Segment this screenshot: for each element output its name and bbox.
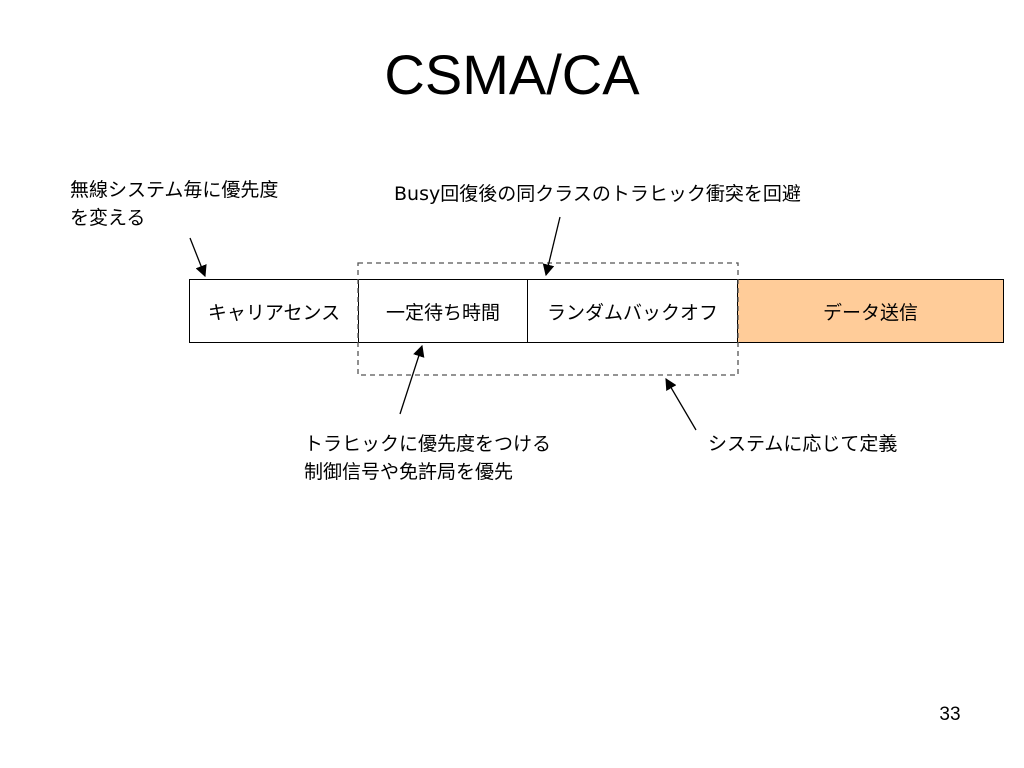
- segment-carrier-sense: キャリアセンス: [189, 279, 359, 343]
- segment-data-transmission: データ送信: [737, 279, 1004, 343]
- annotation-wireless-priority-line1: 無線システム毎に優先度: [70, 179, 279, 201]
- annotation-priority-traffic-line1: トラヒックに優先度をつける: [304, 433, 552, 455]
- annotation-wireless-priority: 無線システム毎に優先度 を変える: [70, 176, 278, 232]
- arrow-busy-recovery: [542, 216, 561, 277]
- annotation-priority-traffic: トラヒックに優先度をつける 制御信号や免許局を優先: [304, 430, 551, 486]
- slide-title: CSMA/CA: [384, 43, 640, 106]
- annotation-priority-traffic-line2: 制御信号や免許局を優先: [304, 461, 514, 483]
- page-number: 33: [939, 704, 961, 725]
- annotation-wireless-priority-line2: を変える: [70, 207, 146, 229]
- annotation-busy-recovery: Busy回復後の同クラスのトラヒック衝突を回避: [394, 183, 801, 205]
- arrow-priority-traffic: [399, 344, 425, 415]
- dashed-group-box: [357, 262, 739, 376]
- segment-random-backoff: ランダムバックオフ: [527, 279, 738, 343]
- annotation-system-defined: システムに応じて定義: [708, 433, 898, 455]
- arrow-system-defined: [665, 377, 697, 431]
- segment-fixed-wait: 一定待ち時間: [358, 279, 528, 343]
- arrow-wireless-priority: [189, 237, 207, 278]
